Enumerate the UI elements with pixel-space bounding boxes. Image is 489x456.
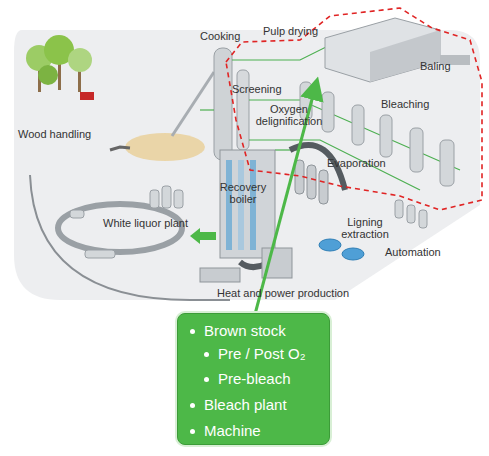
focus-outline	[226, 8, 482, 210]
bullet-dot	[190, 429, 195, 434]
area-label: Wood handling	[18, 128, 91, 140]
area-label: Bleaching	[381, 98, 429, 110]
area-label: Cooking	[200, 30, 240, 42]
bullet-dot	[190, 403, 195, 408]
callout-item: Brown stock	[204, 322, 286, 340]
callout-item: Machine	[204, 422, 261, 440]
callout-item: Pre-bleach	[218, 370, 291, 388]
area-label: Ligning extraction	[334, 216, 396, 240]
ponds	[319, 239, 364, 260]
bullet-dot	[190, 329, 195, 334]
area-label: Heat and power production	[217, 287, 349, 299]
callout-box: Brown stockPre / Post O₂ Pre-bleachBleach…	[177, 313, 330, 445]
background-area	[14, 30, 480, 300]
area-label: Pulp drying	[263, 25, 318, 37]
flow-arrow	[190, 228, 216, 244]
bullet-dot	[204, 352, 209, 357]
wood-pile	[125, 133, 205, 161]
callout-item: Bleach plant	[204, 396, 287, 414]
conveyor	[172, 72, 214, 136]
digester	[214, 48, 232, 160]
area-label: Oxygen delignification	[248, 103, 330, 127]
drying-building	[325, 18, 470, 82]
area-label: White liquor plant	[103, 217, 188, 229]
power-plant	[200, 248, 292, 282]
forest	[26, 35, 94, 100]
lignin-plant	[395, 200, 427, 228]
conveyor	[110, 147, 130, 150]
area-label: Automation	[385, 246, 441, 258]
tank	[237, 70, 249, 150]
area-label: Recovery boiler	[212, 181, 274, 205]
area-label: Screening	[232, 83, 282, 95]
area-label: Baling	[420, 60, 451, 72]
area-label: Evaporation	[327, 157, 386, 169]
bullet-dot	[204, 377, 209, 382]
callout-item: Pre / Post O₂	[218, 345, 306, 363]
